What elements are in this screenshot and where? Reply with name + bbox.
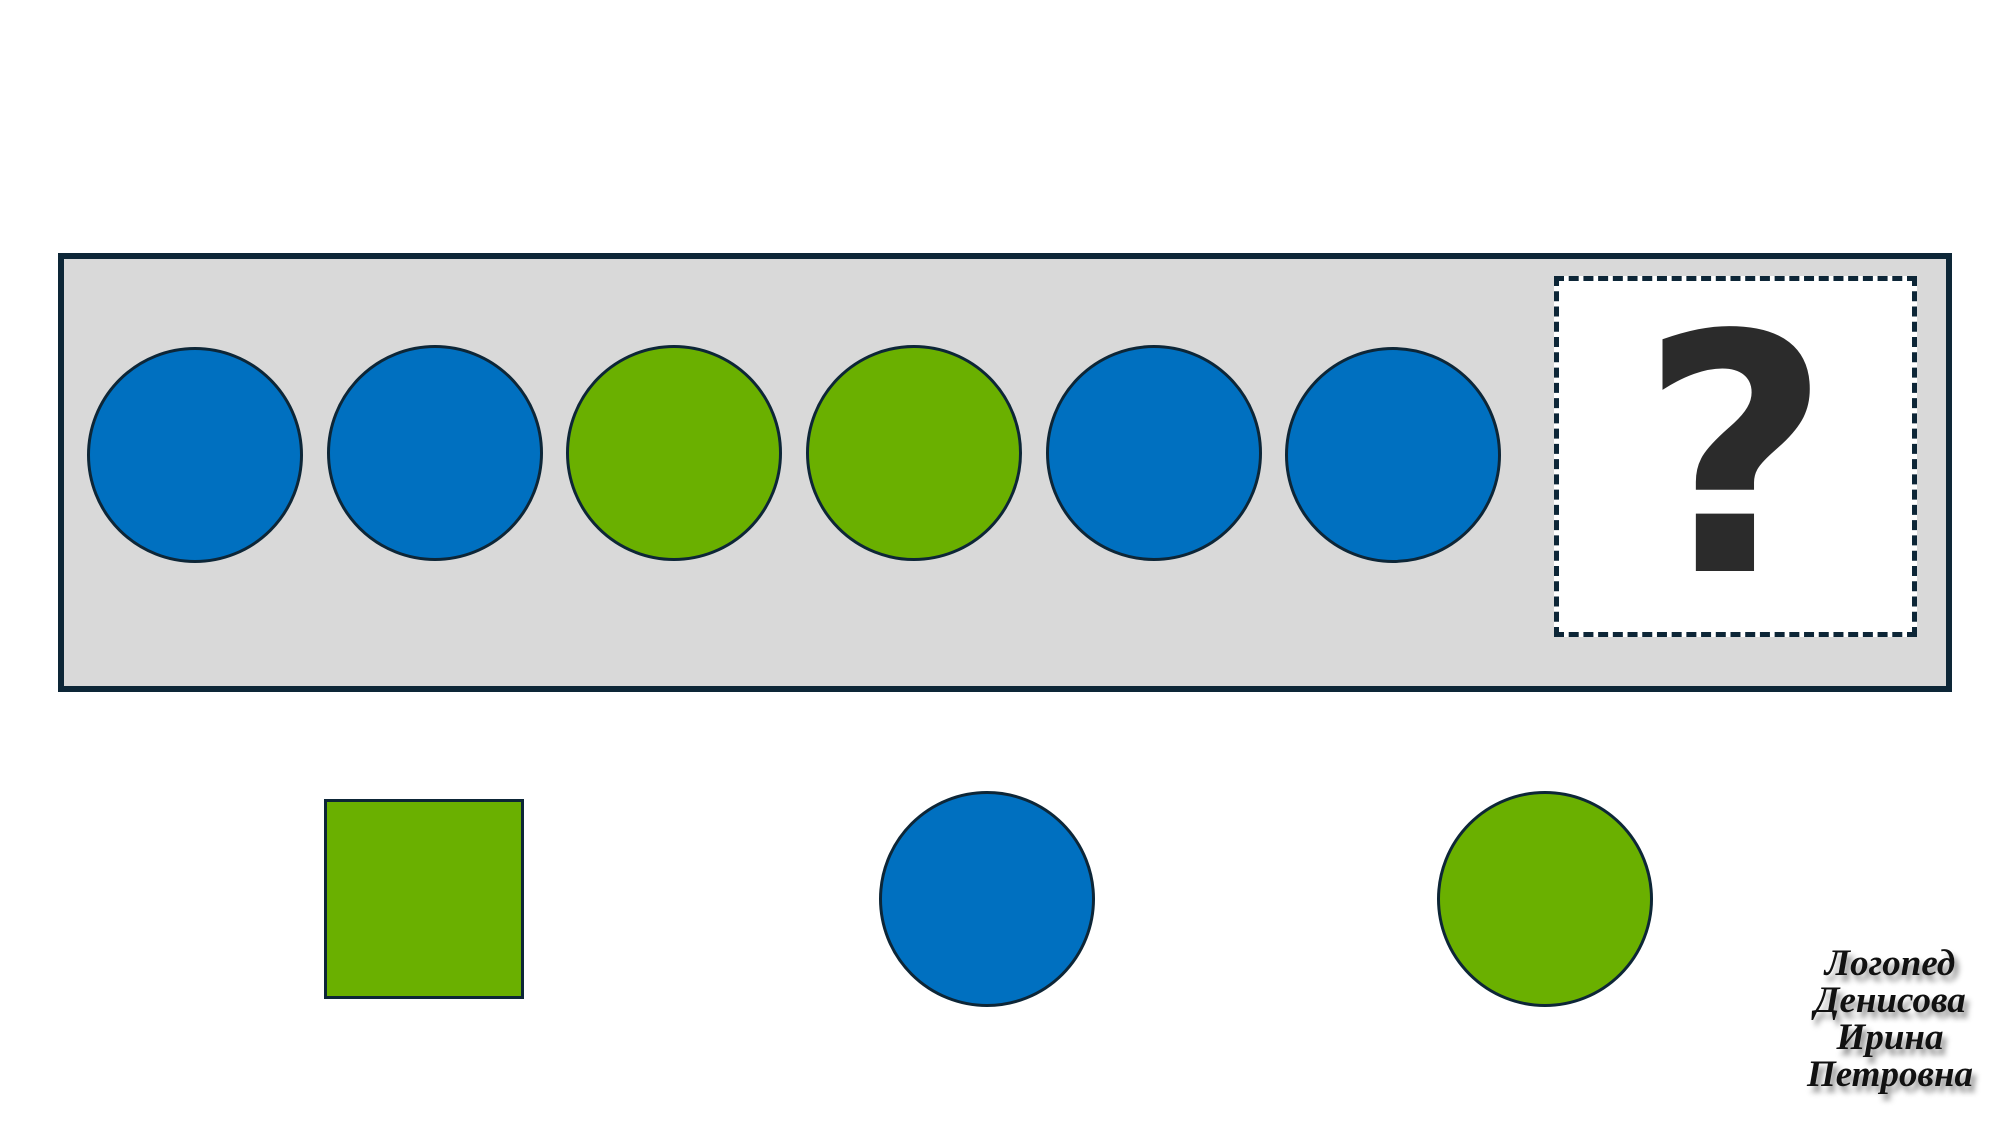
sequence-circle-green-3 bbox=[566, 345, 782, 561]
sequence-circle-blue-1 bbox=[87, 347, 303, 563]
signature-line: Петровна bbox=[1806, 1054, 1974, 1095]
sequence-circle-blue-6 bbox=[1285, 347, 1501, 563]
answer-slot[interactable]: ? bbox=[1554, 276, 1917, 637]
sequence-circle-blue-2 bbox=[327, 345, 543, 561]
signature-line: Логопед bbox=[1824, 943, 1956, 984]
signature-line: Ирина bbox=[1836, 1017, 1944, 1058]
question-mark: ? bbox=[1639, 264, 1832, 649]
signature-line: Денисова bbox=[1814, 980, 1966, 1021]
author-signature: Логопед Денисова Ирина Петровна bbox=[1780, 945, 2000, 1093]
option-green-square[interactable] bbox=[324, 799, 524, 999]
sequence-circle-green-4 bbox=[806, 345, 1022, 561]
option-blue-circle[interactable] bbox=[879, 791, 1095, 1007]
option-green-circle[interactable] bbox=[1437, 791, 1653, 1007]
sequence-circle-blue-5 bbox=[1046, 345, 1262, 561]
